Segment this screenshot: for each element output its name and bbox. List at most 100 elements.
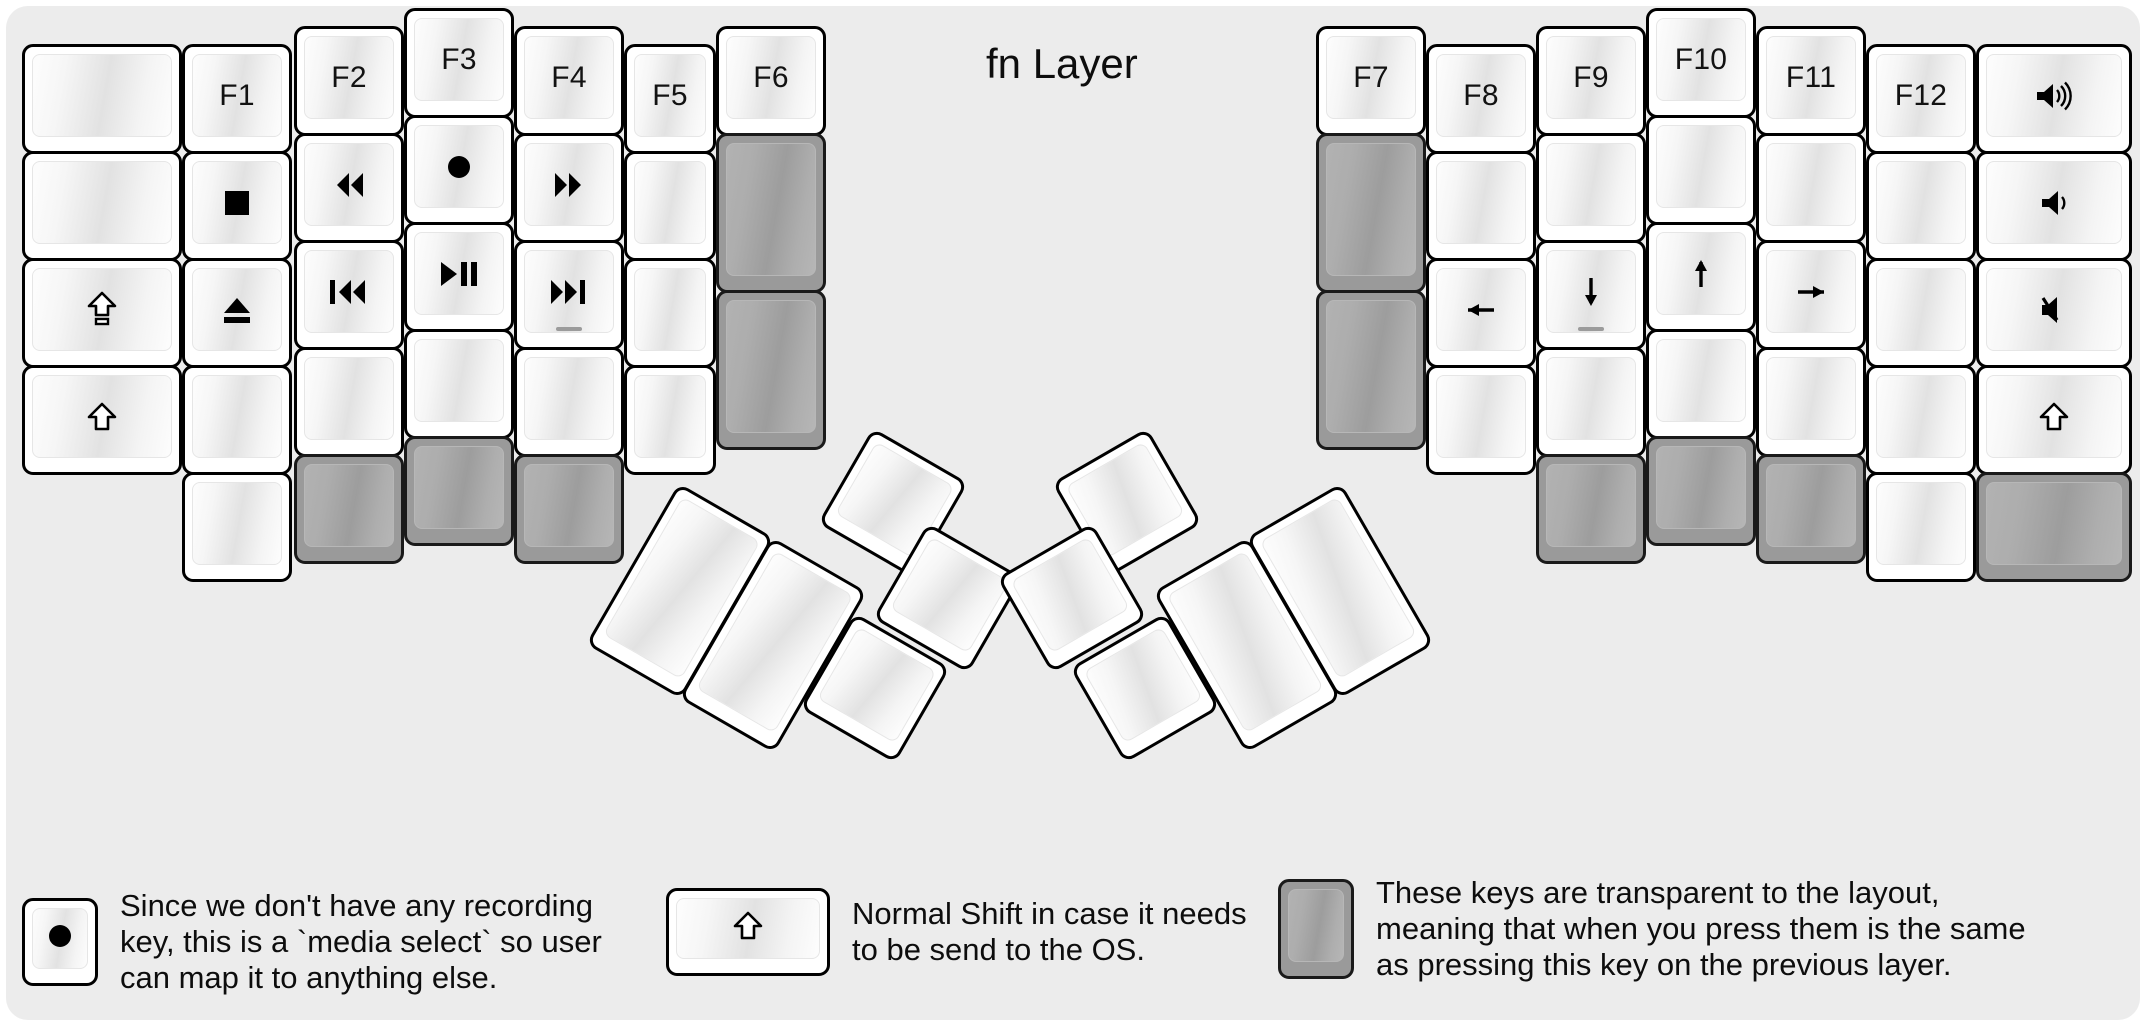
left-col-index-r2[interactable] <box>514 240 624 350</box>
right-col-innermost-r0[interactable]: F7 <box>1316 26 1426 136</box>
right-col-ring-r0[interactable]: F11 <box>1756 26 1866 136</box>
left-col-middle-r4[interactable] <box>404 436 514 546</box>
right-col-pinky-r2[interactable] <box>1866 258 1976 368</box>
right-col-pinky-outer-r0[interactable] <box>1976 44 2132 154</box>
right-col-middle-r4[interactable] <box>1646 436 1756 546</box>
right-col-pinky-outer-r3[interactable] <box>1976 365 2132 475</box>
right-col-middle-r3[interactable] <box>1646 329 1756 439</box>
left-col-index-r1[interactable] <box>514 133 624 243</box>
right-col-index-r1[interactable] <box>1536 133 1646 243</box>
right-col-ring-r3[interactable] <box>1756 347 1866 457</box>
key-label: F10 <box>1674 42 1728 76</box>
right-col-inner-r2[interactable] <box>1426 258 1536 368</box>
left-col-ring-r2[interactable] <box>294 240 404 350</box>
legend-key-cap <box>676 898 820 959</box>
right-col-index-r0[interactable]: F9 <box>1536 26 1646 136</box>
legend-key-record[interactable] <box>22 897 98 986</box>
left-col-pinky-r1[interactable] <box>182 151 292 261</box>
legend-key-shift[interactable] <box>666 888 830 976</box>
key-cap: F8 <box>1436 54 1526 137</box>
media-eject-icon <box>221 293 253 327</box>
key-cap <box>304 143 394 226</box>
left-col-ring-r3[interactable] <box>294 347 404 457</box>
key-cap <box>1876 375 1966 458</box>
left-col-pinky-outer-r0[interactable] <box>22 44 182 154</box>
left-col-inner-r1[interactable] <box>624 151 716 261</box>
left-col-pinky-r2[interactable] <box>182 258 292 368</box>
key-cap <box>1656 446 1746 529</box>
right-col-pinky-r4[interactable] <box>1866 472 1976 582</box>
key-cap: F4 <box>524 36 614 119</box>
right-col-pinky-outer-r1[interactable] <box>1976 151 2132 261</box>
left-col-innermost-r1[interactable] <box>716 133 826 293</box>
key-label: F4 <box>551 60 587 94</box>
key-cap <box>1766 250 1856 333</box>
left-col-middle-r2[interactable] <box>404 222 514 332</box>
key-cap <box>32 375 172 458</box>
arrow-up-icon <box>1685 257 1717 291</box>
left-col-inner-r2[interactable] <box>624 258 716 368</box>
key-cap <box>304 357 394 440</box>
right-col-index-r4[interactable] <box>1536 454 1646 564</box>
key-cap <box>524 250 614 333</box>
key-cap: F3 <box>414 18 504 101</box>
left-col-innermost-r0[interactable]: F6 <box>716 26 826 136</box>
left-col-pinky-r3[interactable] <box>182 365 292 475</box>
right-col-middle-r1[interactable] <box>1646 115 1756 225</box>
key-cap <box>32 161 172 244</box>
key-cap: F6 <box>726 36 816 119</box>
key-cap: F12 <box>1876 54 1966 137</box>
left-col-ring-r4[interactable] <box>294 454 404 564</box>
arrow-right-icon <box>1794 276 1828 308</box>
right-col-innermost-r2[interactable] <box>1316 290 1426 450</box>
legend-item-transparent: These keys are transparent to the layout… <box>1278 875 2026 983</box>
left-col-pinky-r0[interactable]: F1 <box>182 44 292 154</box>
right-col-inner-r3[interactable] <box>1426 365 1536 475</box>
right-col-middle-r0[interactable]: F10 <box>1646 8 1756 118</box>
right-col-inner-r1[interactable] <box>1426 151 1536 261</box>
key-cap <box>1546 143 1636 226</box>
key-cap <box>304 250 394 333</box>
right-col-pinky-r1[interactable] <box>1866 151 1976 261</box>
right-col-pinky-r3[interactable] <box>1866 365 1976 475</box>
key-cap: F7 <box>1326 36 1416 119</box>
legend-key-cap <box>32 907 88 969</box>
left-col-inner-r3[interactable] <box>624 365 716 475</box>
right-col-inner-r0[interactable]: F8 <box>1426 44 1536 154</box>
left-col-inner-r0[interactable]: F5 <box>624 44 716 154</box>
left-col-pinky-outer-r1[interactable] <box>22 151 182 261</box>
right-col-pinky-outer-r4[interactable] <box>1976 472 2132 582</box>
key-label: F3 <box>441 42 477 76</box>
legend-item-record: Since we don't have any recording key, t… <box>22 888 602 996</box>
right-col-index-r3[interactable] <box>1536 347 1646 457</box>
arrow-left-icon <box>1464 294 1498 326</box>
right-col-pinky-r0[interactable]: F12 <box>1866 44 1976 154</box>
right-col-innermost-r1[interactable] <box>1316 133 1426 293</box>
right-col-pinky-outer-r2[interactable] <box>1976 258 2132 368</box>
left-col-pinky-outer-r2[interactable] <box>22 258 182 368</box>
right-col-ring-r1[interactable] <box>1756 133 1866 243</box>
left-col-middle-r0[interactable]: F3 <box>404 8 514 118</box>
key-cap <box>192 268 282 351</box>
right-col-index-r2[interactable] <box>1536 240 1646 350</box>
left-col-middle-r3[interactable] <box>404 329 514 439</box>
key-cap <box>414 339 504 422</box>
left-col-pinky-outer-r3[interactable] <box>22 365 182 475</box>
volume-down-icon <box>2039 187 2069 219</box>
left-col-innermost-r2[interactable] <box>716 290 826 450</box>
right-col-ring-r4[interactable] <box>1756 454 1866 564</box>
key-cap <box>1656 125 1746 208</box>
key-cap <box>634 268 706 351</box>
left-col-index-r3[interactable] <box>514 347 624 457</box>
left-col-index-r0[interactable]: F4 <box>514 26 624 136</box>
left-col-ring-r0[interactable]: F2 <box>294 26 404 136</box>
right-col-middle-r2[interactable] <box>1646 222 1756 332</box>
left-col-pinky-r4[interactable] <box>182 472 292 582</box>
right-col-ring-r2[interactable] <box>1756 240 1866 350</box>
legend-key-transparent[interactable] <box>1278 878 1354 979</box>
left-col-ring-r1[interactable] <box>294 133 404 243</box>
left-col-index-r4[interactable] <box>514 454 624 564</box>
key-cap <box>634 161 706 244</box>
left-col-middle-r1[interactable] <box>404 115 514 225</box>
key-cap <box>414 446 504 529</box>
